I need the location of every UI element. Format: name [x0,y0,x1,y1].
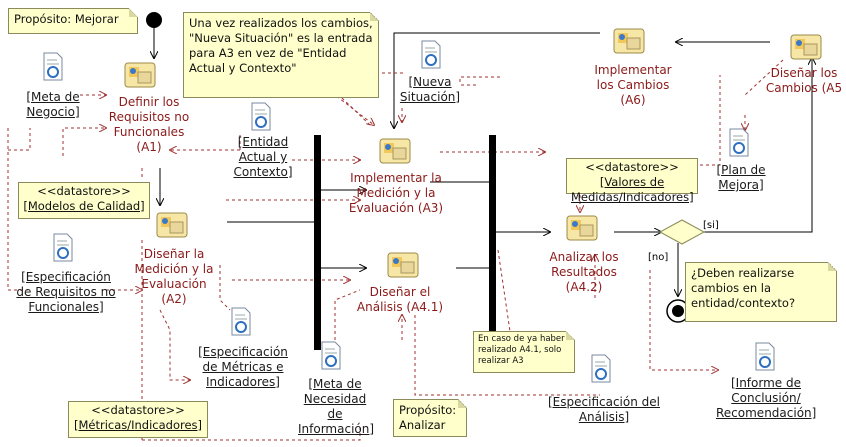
document-icon [591,354,611,383]
activity-a2[interactable]: Diseñar la Medición y la Evaluación (A2) [134,247,214,306]
activity-a3[interactable]: Implementar la Medición y la Evaluación … [348,171,444,215]
datastore-label: [Valores de Medidas/Indicadores] [571,175,694,204]
datastore-stereotype: <<datastore>> [585,160,679,174]
note-purpose-analyze: Propósito: Analizar [393,399,467,437]
datastore-label: [Modelos de Calidad] [23,199,145,213]
fork-bar-icon [314,135,321,350]
activity-a1[interactable]: Definir los Requisitos no Funcionales (A… [108,95,190,154]
fork-bar-icon [489,135,496,340]
activity-a42[interactable]: Analizar los Resultados (A4.2) [549,250,619,294]
document-icon [231,307,251,336]
artifact-analysis-spec: [Especificación del Análisis] [548,395,660,424]
datastore-measure-values: <<datastore>> [Valores de Medidas/Indica… [566,158,698,204]
datastore-label: [Métricas/Indicadores] [73,418,203,432]
artifact-nfr-spec: [Especificación de Requisitos no Funcion… [16,270,116,314]
note-text: En caso de ya haber realizado A4.1, solo… [478,334,565,366]
artifact-business-goal: [Meta de Negocio] [26,90,80,119]
artifact-improvement-plan: [Plan de Mejora] [716,163,766,192]
document-icon [755,342,775,371]
activity-icon [566,215,598,241]
activity-icon [379,138,411,164]
initial-node-icon [146,12,162,28]
artifact-metrics-spec: [Especificación de Métricas e Indicadore… [198,345,288,389]
activity-icon [156,212,188,238]
artifact-new-situation: [Nueva Situación] [399,75,461,104]
note-text: Una vez realizados los cambios, "Nueva S… [189,16,373,75]
activity-icon [124,62,156,88]
datastore-stereotype: <<datastore>> [37,184,131,198]
document-icon [53,233,73,262]
guard-yes: [si] [703,220,719,231]
note-if-done: En caso de ya haber realizado A4.1, solo… [473,331,575,373]
document-icon [321,341,341,370]
activity-a41[interactable]: Diseñar el Análisis (A4.1) [356,285,444,314]
document-icon [251,102,271,131]
note-new-situation: Una vez realizados los cambios, "Nueva S… [183,12,379,98]
datastore-metrics-indicators: <<datastore>> [Métricas/Indicadores] [68,401,208,438]
activity-a5[interactable]: Diseñar los Cambios (A5 [765,66,843,95]
note-text: Propósito: Analizar [399,403,457,432]
artifact-entity-context: [Entidad Actual y Contexto] [233,135,293,179]
datastore-stereotype: <<datastore>> [91,403,185,417]
activity-icon [613,28,645,54]
note-purpose-improve: Propósito: Mejorar [8,8,138,34]
activity-icon [790,34,822,60]
note-text: Propósito: Mejorar [14,12,119,26]
note-change-question: ¿Deben realizarse cambios en la entidad/… [685,262,837,322]
document-icon [421,40,441,69]
artifact-info-need: [Meta de Necesidad de Información] [298,377,375,436]
document-icon [43,52,63,81]
artifact-conclusion-report: [Informe de Conclusión/ Recomendación] [716,376,817,420]
activity-icon [387,252,419,278]
note-text: ¿Deben realizarse cambios en la entidad/… [691,266,796,310]
document-icon [729,128,749,157]
guard-no: [no] [648,252,669,263]
decision-icon [658,219,706,245]
activity-a6[interactable]: Implementar los Cambios (A6) [594,63,672,107]
datastore-quality-models: <<datastore>> [Modelos de Calidad] [18,182,150,219]
